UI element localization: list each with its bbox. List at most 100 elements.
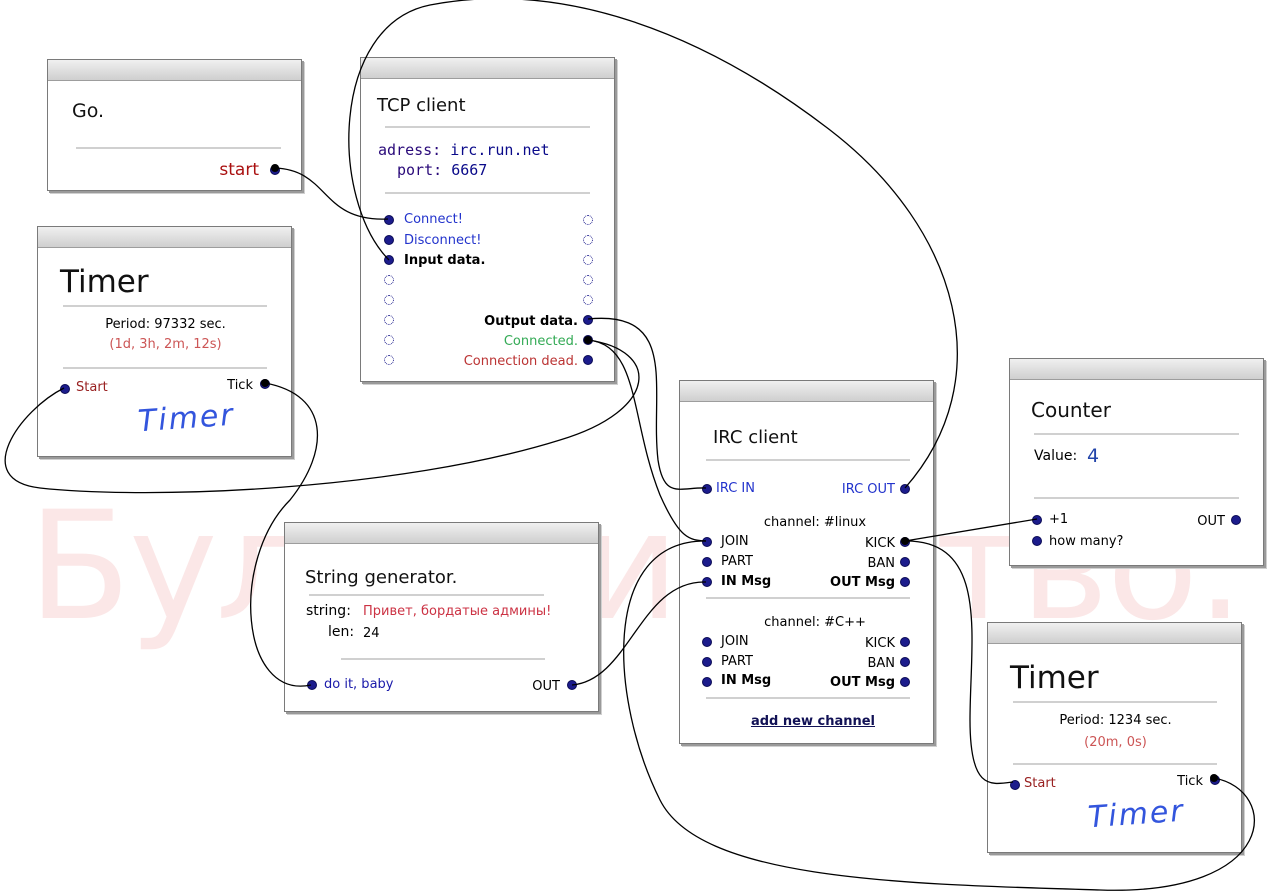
connection-dead-port[interactable]: [583, 355, 593, 365]
address-label: adress:: [378, 141, 442, 159]
divider: [309, 594, 544, 596]
out-msg-port[interactable]: [900, 677, 910, 687]
connected-port[interactable]: [583, 335, 593, 345]
empty-input-port[interactable]: [384, 355, 394, 365]
channel-name: channel: #C++: [764, 615, 866, 630]
connect-input-port[interactable]: [384, 215, 394, 225]
value-number: 4: [1087, 445, 1100, 467]
empty-output-port[interactable]: [583, 295, 593, 305]
plus-one-port[interactable]: [1032, 515, 1042, 525]
string-generator-node[interactable]: String generator. string: Привет, бордат…: [284, 522, 599, 712]
divider: [341, 658, 545, 660]
port-value[interactable]: 6667: [451, 161, 488, 179]
output-data-port[interactable]: [583, 315, 593, 325]
node-titlebar[interactable]: [1010, 359, 1263, 380]
ban-port[interactable]: [900, 557, 910, 567]
period-row: Period: 1234 sec.: [988, 713, 1243, 728]
go-node[interactable]: Go. start: [47, 59, 302, 191]
out-output-port[interactable]: [1231, 515, 1241, 525]
divider: [1013, 763, 1217, 765]
irc-in-port[interactable]: [702, 484, 712, 494]
empty-input-port[interactable]: [384, 335, 394, 345]
node-titlebar[interactable]: [680, 381, 933, 402]
start-input-port[interactable]: [1010, 780, 1020, 790]
timer-node[interactable]: Timer Period: 97332 sec. (1d, 3h, 2m, 12…: [37, 226, 292, 457]
kick-port[interactable]: [900, 537, 910, 547]
period-row: Period: 97332 sec.: [38, 317, 293, 332]
ban-label: BAN: [867, 656, 895, 671]
period-value[interactable]: 1234 sec.: [1108, 713, 1172, 728]
node-title: TCP client: [377, 95, 466, 116]
empty-output-port[interactable]: [583, 215, 593, 225]
tick-output-port[interactable]: [260, 379, 270, 389]
divider: [1013, 701, 1217, 703]
node-titlebar[interactable]: [988, 623, 1241, 644]
empty-input-port[interactable]: [384, 315, 394, 325]
node-titlebar[interactable]: [48, 60, 301, 81]
divider: [1034, 433, 1239, 435]
join-port[interactable]: [702, 637, 712, 647]
tick-output-label: Tick: [1177, 774, 1203, 789]
node-titlebar[interactable]: [285, 523, 598, 544]
connected-label: Connected.: [503, 334, 578, 349]
string-label: string:: [306, 603, 351, 619]
join-label: JOIN: [721, 534, 749, 549]
part-port[interactable]: [702, 657, 712, 667]
ban-port[interactable]: [900, 657, 910, 667]
do-it-input-label: do it, baby: [324, 677, 394, 692]
connect-input-label: Connect!: [404, 212, 463, 227]
divider: [76, 147, 281, 149]
node-title: IRC client: [713, 427, 798, 448]
in-msg-label: IN Msg: [721, 673, 772, 688]
empty-input-port[interactable]: [384, 295, 394, 305]
part-label: PART: [721, 654, 753, 669]
in-msg-port[interactable]: [702, 677, 712, 687]
start-input-label: Start: [76, 380, 108, 395]
period-human: (20m, 0s): [1084, 735, 1147, 750]
start-output-port[interactable]: [270, 165, 280, 175]
tick-output-port[interactable]: [1210, 775, 1220, 785]
empty-output-port[interactable]: [583, 235, 593, 245]
node-title: Go.: [72, 100, 105, 122]
empty-output-port[interactable]: [583, 275, 593, 285]
tick-output-label: Tick: [227, 378, 253, 393]
disconnect-input-port[interactable]: [384, 235, 394, 245]
kick-port[interactable]: [900, 637, 910, 647]
add-channel-link[interactable]: add new channel: [750, 714, 876, 729]
tcp-client-node[interactable]: TCP client adress: irc.run.net port: 666…: [360, 57, 615, 382]
node-titlebar[interactable]: [38, 227, 291, 248]
input-data-label: Input data.: [404, 253, 486, 268]
divider: [385, 192, 590, 194]
connection-dead-label: Connection dead.: [463, 354, 578, 369]
kick-label: KICK: [865, 636, 895, 651]
in-msg-port[interactable]: [702, 577, 712, 587]
port-label: port:: [397, 161, 443, 179]
irc-in-label: IRC IN: [716, 481, 755, 496]
out-msg-port[interactable]: [900, 577, 910, 587]
out-msg-label: OUT Msg: [830, 575, 895, 590]
string-value[interactable]: Привет, бордатые админы!: [363, 604, 552, 619]
start-input-port[interactable]: [60, 384, 70, 394]
empty-input-port[interactable]: [384, 275, 394, 285]
timer-logo-text: Timer: [136, 397, 236, 440]
counter-node[interactable]: Counter Value: 4 +1 how many? OUT: [1009, 358, 1264, 566]
out-msg-label: OUT Msg: [830, 675, 895, 690]
part-port[interactable]: [702, 557, 712, 567]
empty-output-port[interactable]: [583, 255, 593, 265]
timer-node[interactable]: Timer Period: 1234 sec. (20m, 0s) Start …: [987, 622, 1242, 853]
address-value[interactable]: irc.run.net: [450, 141, 550, 159]
how-many-port[interactable]: [1032, 536, 1042, 546]
node-titlebar[interactable]: [361, 58, 614, 79]
period-value[interactable]: 97332 sec.: [154, 317, 226, 332]
start-input-label: Start: [1024, 776, 1056, 791]
node-title: Timer: [1010, 660, 1099, 696]
irc-client-node[interactable]: IRC client IRC IN IRC OUT channel: #linu…: [679, 380, 934, 744]
out-output-port[interactable]: [567, 680, 577, 690]
join-port[interactable]: [702, 537, 712, 547]
len-value[interactable]: 24: [363, 626, 380, 641]
port-row: port: 6667: [397, 161, 487, 179]
input-data-port[interactable]: [384, 255, 394, 265]
join-label: JOIN: [721, 634, 749, 649]
do-it-input-port[interactable]: [307, 680, 317, 690]
irc-out-port[interactable]: [900, 484, 910, 494]
